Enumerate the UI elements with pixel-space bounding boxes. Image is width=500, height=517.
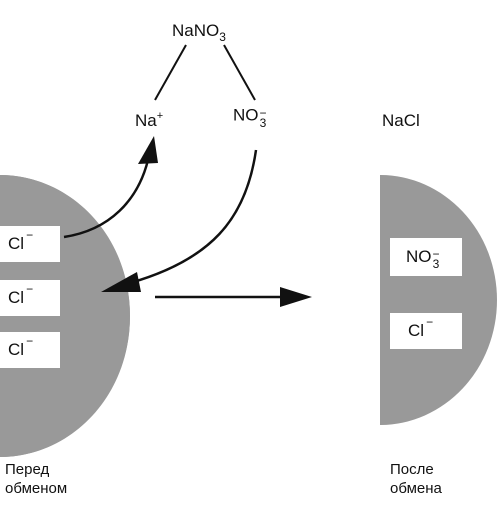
chloride-release-arrow: [63, 159, 150, 239]
nitrate-uptake-arrow: [129, 149, 258, 285]
resin-ion-box: Cl−: [0, 332, 60, 368]
compound-label: NaNO3: [172, 21, 226, 44]
anion-label: NO−3: [233, 105, 267, 130]
caption-before-line: обменом: [5, 480, 68, 497]
resin-ion-box: Cl−: [0, 226, 60, 262]
chloride-release-arrowhead: [138, 136, 158, 164]
caption-after-line: обмена: [390, 480, 442, 497]
dissociation-line-na: [154, 44, 187, 101]
resin-ion-box: Cl−: [390, 313, 462, 349]
process-arrowhead: [280, 287, 312, 307]
dissociation-line-no3: [223, 44, 256, 101]
caption-after-line: После: [390, 461, 434, 478]
product-label: NaCl: [382, 111, 420, 130]
resin-ion-box: NO−3: [390, 238, 462, 276]
caption-before-line: Перед: [5, 461, 50, 478]
cation-label: Na+: [135, 110, 164, 130]
nitrate-uptake-arrowhead: [101, 272, 141, 292]
resin-ion-box: Cl−: [0, 280, 60, 316]
caption-before: Перед обменом: [5, 460, 67, 498]
resin-bead-after: [380, 175, 497, 425]
caption-after: После обмена: [390, 460, 442, 498]
